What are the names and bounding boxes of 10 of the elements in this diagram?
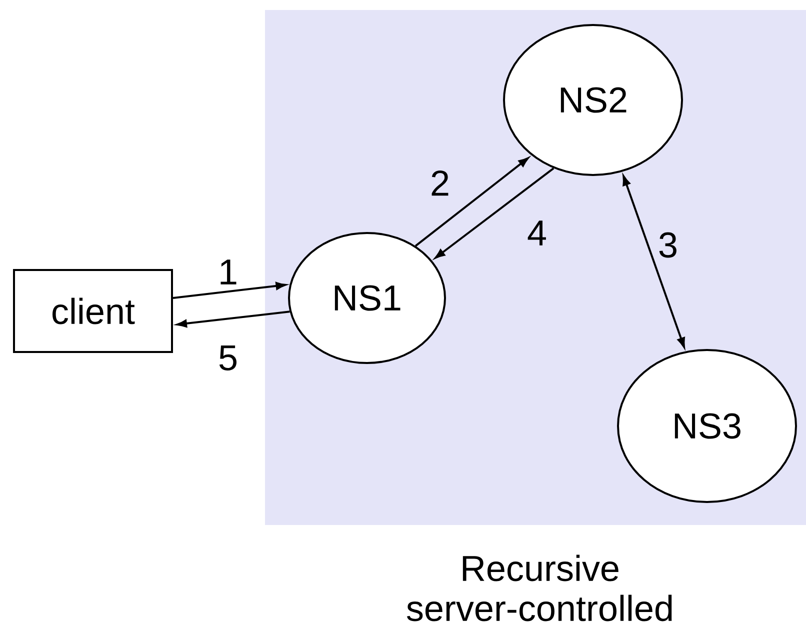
- edge-label: 2: [432, 170, 448, 196]
- arrow: [414, 157, 529, 247]
- edge-label: 5: [219, 345, 236, 371]
- edge-label: 1: [220, 260, 236, 284]
- client-box: client: [13, 269, 173, 353]
- edge-label: 3: [659, 232, 676, 258]
- arrow: [622, 175, 685, 348]
- arrow: [434, 168, 554, 259]
- caption: Recursive server-controlled: [406, 554, 672, 622]
- edge-label: 4: [528, 220, 546, 246]
